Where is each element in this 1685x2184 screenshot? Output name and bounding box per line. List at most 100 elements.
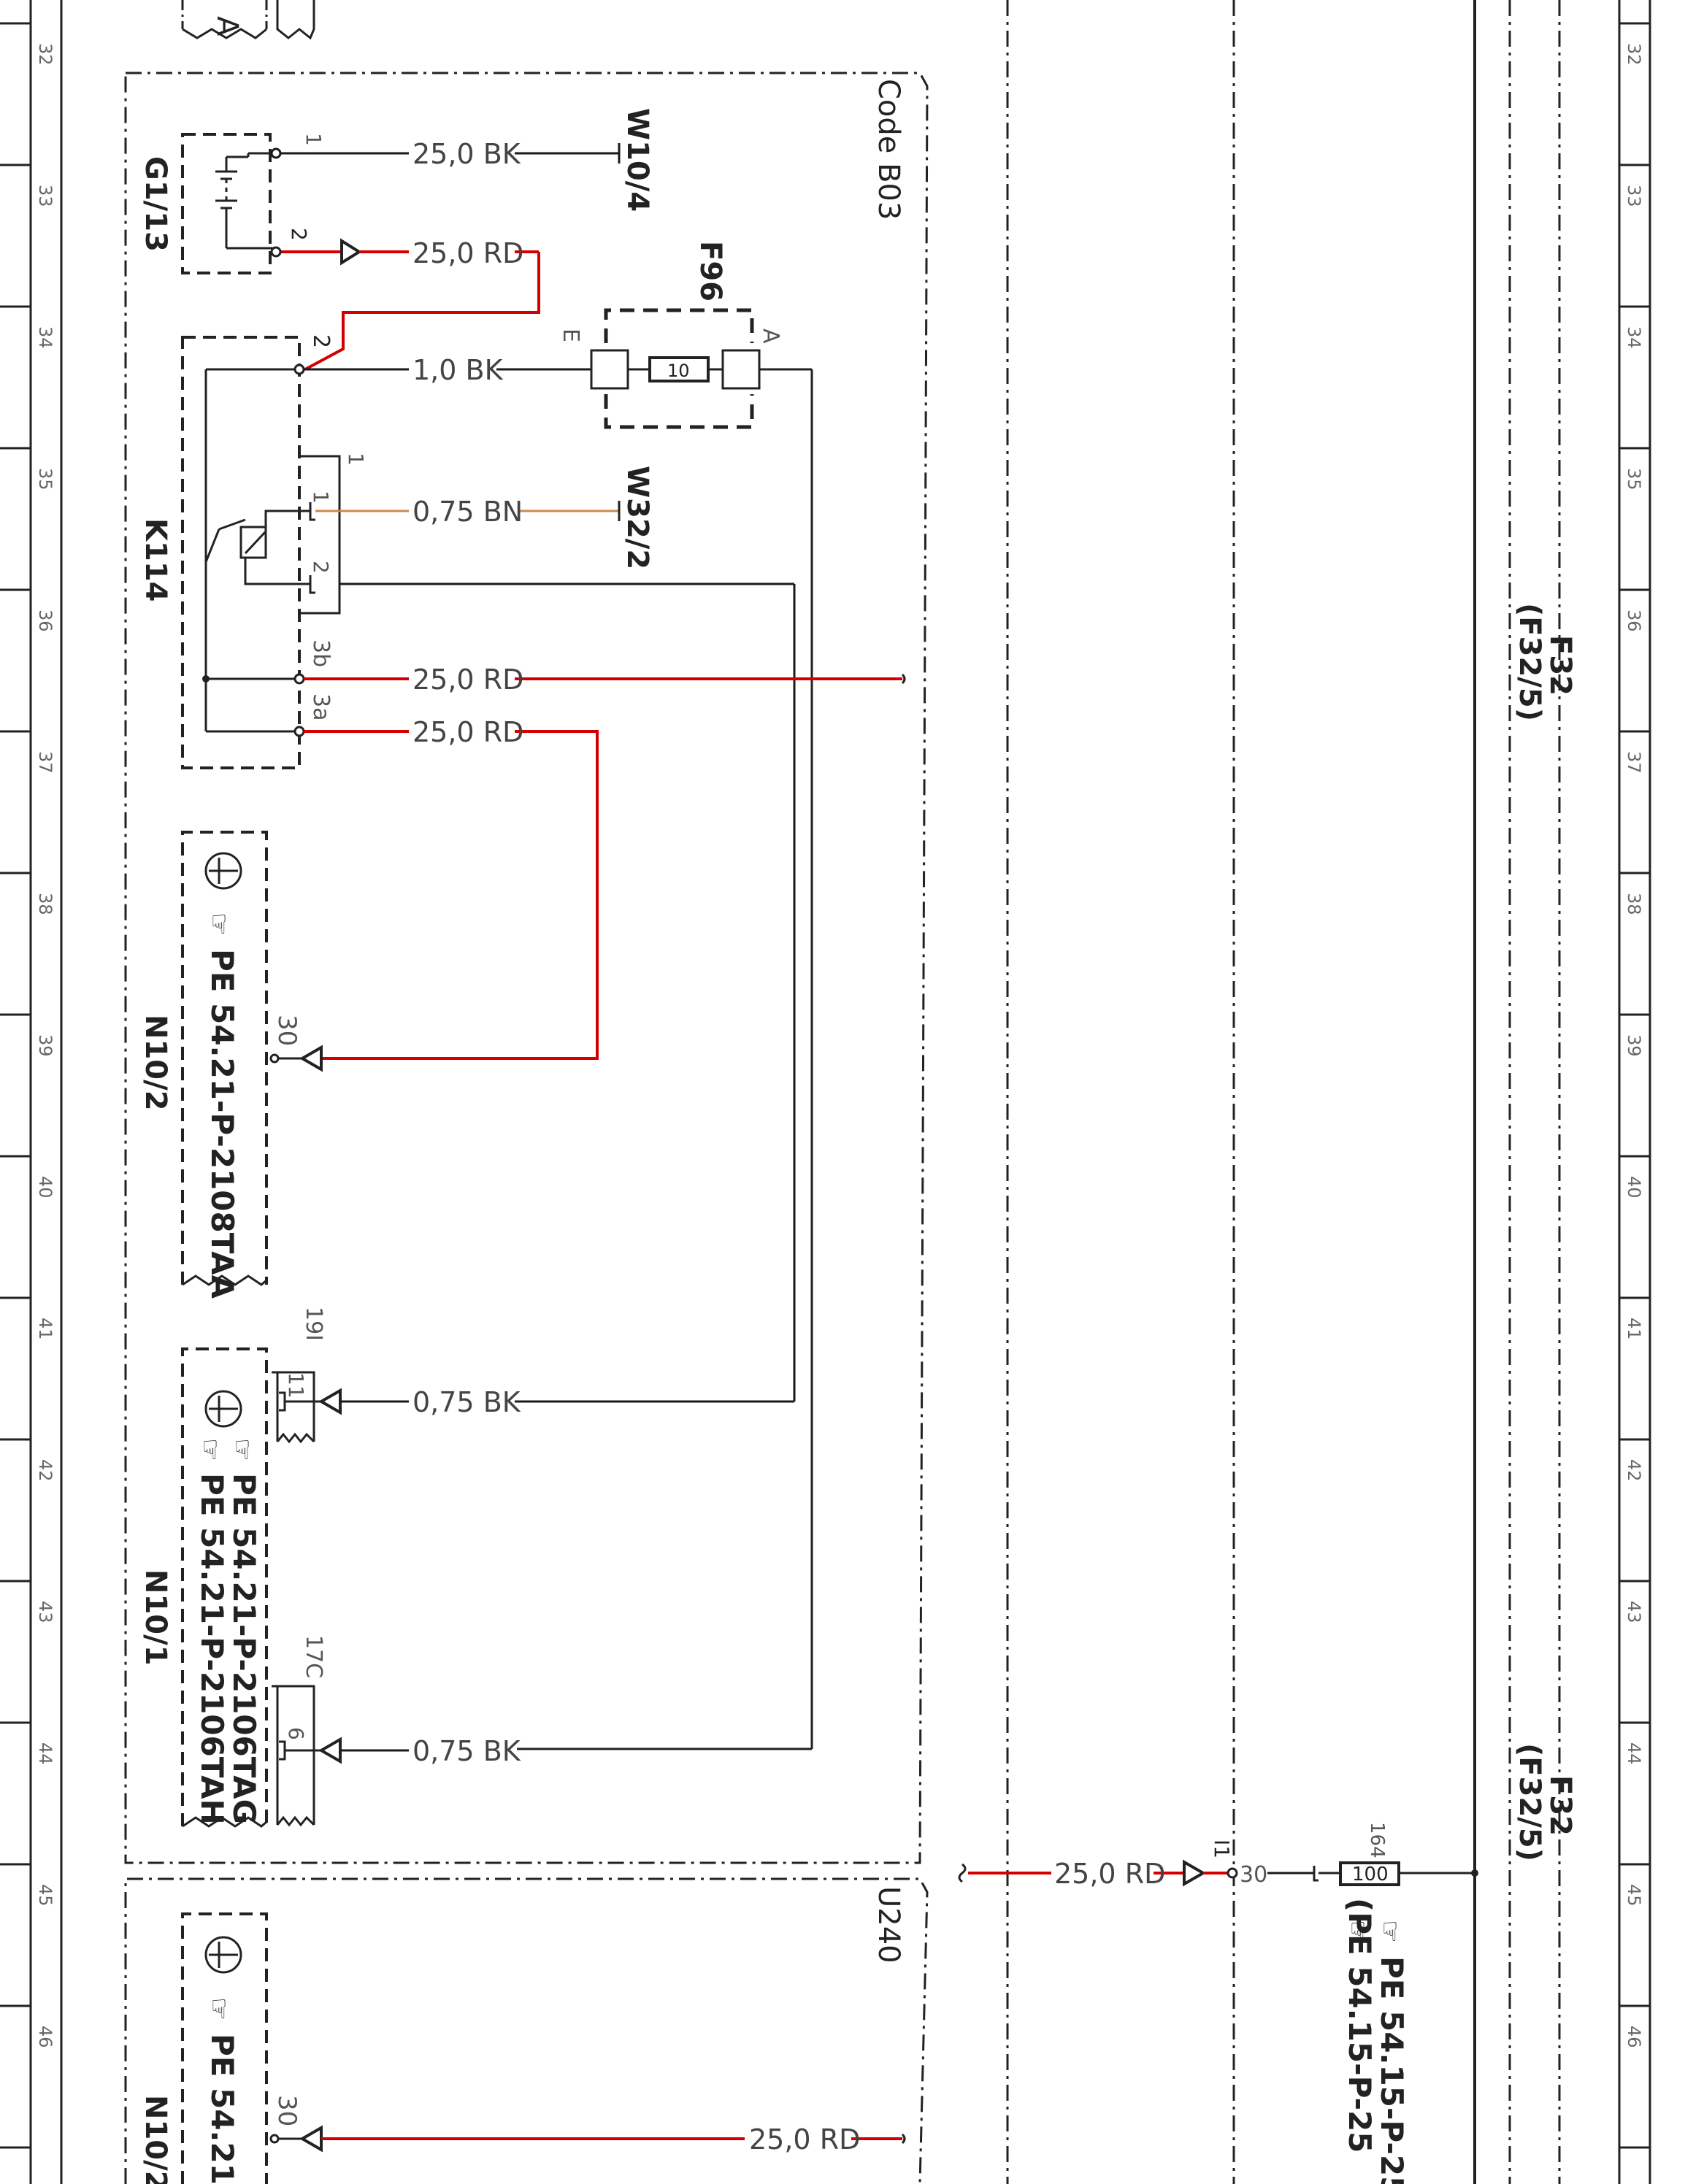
grid-row-number: 42 (1624, 1459, 1644, 1482)
left-grid-ruler (29, 0, 63, 2184)
wire-label-u240-feed: 25,0 RD (1054, 1858, 1165, 1890)
grid-row-number: 34 (1624, 326, 1644, 349)
f32-ref-2: (PE 54.15-P-25 (1342, 1898, 1378, 2153)
grid-row-number: 39 (1624, 1034, 1644, 1057)
grid-row-number: 37 (1624, 751, 1644, 774)
grid-row-number: 38 (35, 893, 55, 915)
f96-pin-a: A (758, 328, 783, 344)
wire-label-k114-3b: 25,0 RD (412, 664, 523, 696)
wire-label-n10-1-bottom: 0,75 BK (412, 1735, 521, 1767)
n10-1-label: N10/1 (139, 1569, 172, 1666)
terminal-pin-30: 30 (1240, 1862, 1267, 1888)
right-grid-ruler (1618, 0, 1651, 2184)
f32-fuse-rating: 100 (1352, 1864, 1389, 1885)
n10-2-bottom-hand-icon: ☞ (204, 1997, 234, 2020)
wire-u240-feed (958, 1859, 1478, 1887)
f32-ref-1: PE 54.15-P-25 (1374, 1956, 1410, 2184)
g1-13-label: G1/13 (139, 156, 172, 252)
wire-g1-pin2 (280, 250, 540, 371)
grid-row-number: 41 (35, 1318, 55, 1340)
f32-hand-icon-2: ☞ (1343, 1920, 1373, 1943)
grid-row-number: 40 (35, 1176, 55, 1199)
f96-component (517, 308, 813, 1750)
n10-2-top-label: N10/2 (139, 1015, 172, 1111)
grid-row-number: 45 (35, 1884, 55, 1907)
f32-label-1: F32 (1543, 635, 1577, 696)
grid-row-number: 37 (35, 751, 55, 774)
wire-label-n10-1-top: 0,75 BK (412, 1386, 521, 1418)
k114-pin-1-outer: 1 (344, 453, 368, 466)
n10-2-bottom-pin-30: 30 (272, 2095, 302, 2126)
n10-1-conn-17c: 17C (301, 1635, 326, 1678)
wire-label-k114-pin2: 1,0 BK (412, 354, 504, 386)
k114-pin-2b: 2 (309, 561, 333, 574)
f32-sub-label-2: (F32/5) (1513, 1743, 1546, 1861)
n10-1-ref-2: PE 54.21-P-2106TAH (194, 1473, 230, 1825)
top-connector-stub (181, 0, 315, 40)
code-b03-label: Code B03 (872, 79, 905, 220)
f32-label-2: F32 (1543, 1775, 1577, 1836)
f32-fuse-number: 164 (1366, 1822, 1388, 1858)
grid-ticks (0, 22, 1650, 2149)
grid-row-number: 39 (35, 1034, 55, 1057)
grid-row-number: 33 (1624, 185, 1644, 207)
g1-13-component (181, 133, 276, 274)
wire-k114-3b (304, 673, 906, 685)
f32-sub-label-1: (F32/5) (1513, 603, 1546, 721)
g1-13-pin-1: 1 (302, 133, 326, 146)
grid-row-number: 35 (1624, 468, 1644, 491)
n10-2-top-component (181, 831, 323, 1286)
n10-1-pin-6: 6 (284, 1727, 308, 1740)
n10-1-component (181, 1347, 409, 1828)
n10-1-ref-1: PE 54.21-P-2106TAG (226, 1473, 262, 1824)
n10-2-bottom-label: N10/2 (139, 2095, 172, 2184)
grid-row-number: 40 (1624, 1176, 1644, 1199)
wire-k114-3a (304, 730, 599, 1060)
grid-row-number: 46 (35, 2026, 55, 2048)
wire-g1-pin1 (270, 143, 621, 164)
grid-row-number: 36 (1624, 610, 1644, 632)
grid-row-number: 35 (35, 468, 55, 491)
u240-label: U240 (872, 1886, 905, 1964)
wire-k114-pin2b (339, 582, 796, 1403)
grid-row-number: 45 (1624, 1884, 1644, 1907)
grid-row-number: 43 (1624, 1601, 1644, 1623)
grid-row-number: 42 (35, 1459, 55, 1482)
grid-row-number: 32 (35, 43, 55, 66)
transistor-icon (204, 1936, 242, 1974)
wire-label-g1-pin1: 25,0 BK (412, 138, 521, 170)
grid-row-number: 38 (1624, 893, 1644, 915)
top-stub-letter: A (210, 16, 244, 36)
wire-label-k114-3a: 25,0 RD (412, 716, 523, 748)
u240-box (124, 1877, 929, 2184)
k114-pin-1: 1 (309, 491, 333, 504)
wire-label-k114-pin1: 0,75 BN (412, 496, 523, 528)
arrow-g1-pin2 (270, 238, 409, 266)
k114-pin-2: 2 (308, 334, 334, 348)
n10-1-hand-icon-1: ☞ (227, 1438, 257, 1461)
transistor-icon (204, 852, 242, 890)
n10-2-top-hand-icon: ☞ (204, 912, 234, 936)
n10-2-bottom-ref: PE 54.21- (204, 2034, 240, 2184)
grid-row-number: 44 (35, 1742, 55, 1765)
wire-label-n10-2-bottom: 25,0 RD (749, 2123, 860, 2156)
n10-1-conn-19i: 19I (301, 1307, 326, 1341)
terminal-pin-i1: I1 (1210, 1839, 1234, 1858)
k114-label: K114 (139, 518, 172, 602)
code-b03-box (124, 72, 929, 1864)
grid-row-number: 34 (35, 326, 55, 349)
n10-1-pin-11: 11 (284, 1372, 308, 1399)
k114-component (181, 336, 341, 769)
f96-rating: 10 (667, 361, 690, 381)
k114-pin-3a: 3a (308, 693, 334, 720)
battery-icon (215, 152, 276, 250)
n10-2-bottom-component (181, 1912, 906, 2184)
w32-2-label: W32/2 (621, 466, 654, 569)
g1-13-pin-2: 2 (287, 228, 311, 241)
grid-row-number: 43 (35, 1601, 55, 1623)
f32-hand-icon-1: ☞ (1375, 1920, 1405, 1943)
grid-row-number: 46 (1624, 2026, 1644, 2048)
